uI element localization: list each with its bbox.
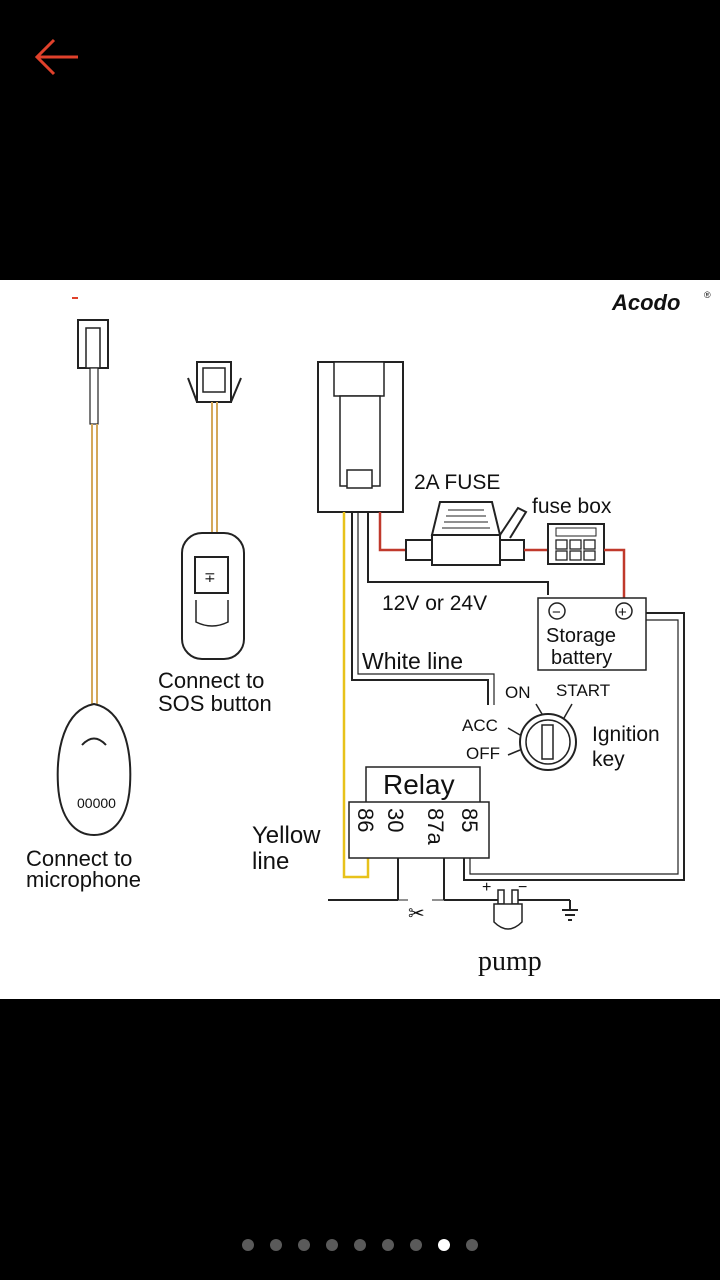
arrow-left-icon [34, 38, 78, 76]
relay-label: Relay [383, 769, 455, 800]
relay-pin-86: 86 [353, 808, 378, 832]
fuse-label: 2A FUSE [414, 471, 500, 494]
sos-button-device: ∓ [181, 361, 245, 660]
page-dot[interactable] [242, 1239, 254, 1251]
svg-text:battery: battery [551, 647, 612, 669]
battery-label: Storage [546, 625, 616, 647]
svg-text:key: key [592, 748, 625, 771]
page-dot[interactable] [270, 1239, 282, 1251]
wiring-diagram: Acodo ® 00000 ∓ [26, 290, 711, 977]
inline-fuse [405, 501, 528, 566]
svg-text:∓: ∓ [204, 569, 216, 585]
ignition-off-label: OFF [466, 744, 500, 763]
page-dot[interactable] [354, 1239, 366, 1251]
ignition-start-label: START [556, 681, 610, 700]
scissors-icon: ✂ [408, 903, 425, 925]
svg-text:−: − [518, 879, 527, 896]
page-dot[interactable] [410, 1239, 422, 1251]
relay [348, 766, 490, 859]
ignition-acc-label: ACC [462, 716, 498, 735]
microphone-connector: 00000 [56, 319, 132, 837]
main-connector [317, 361, 404, 513]
page-dot[interactable] [438, 1239, 450, 1251]
page-dot[interactable] [466, 1239, 478, 1251]
pump-label: pump [478, 946, 542, 977]
relay-pin-87a: 87a [423, 808, 448, 845]
yellow-line-label: Yellow [252, 822, 321, 849]
page-dot[interactable] [326, 1239, 338, 1251]
svg-text:line: line [252, 848, 289, 875]
ignition-key [507, 703, 577, 771]
svg-text:−: − [552, 604, 561, 621]
svg-text:SOS button: SOS button [158, 691, 272, 716]
svg-text:00000: 00000 [77, 795, 116, 811]
svg-text:microphone: microphone [26, 867, 141, 892]
brand-logo: Acodo [611, 290, 680, 315]
brand-registered-mark: ® [704, 290, 711, 300]
fuse-box-label: fuse box [532, 495, 612, 518]
microphone-caption: Connect to [26, 846, 132, 871]
page-dot[interactable] [382, 1239, 394, 1251]
relay-pin-85: 85 [457, 808, 482, 832]
fuse-box [547, 523, 605, 565]
ignition-key-label: Ignition [592, 723, 660, 746]
storage-battery: − + Storage battery [537, 597, 647, 671]
voltage-label: 12V or 24V [382, 592, 487, 615]
image-viewer[interactable]: Acodo ® 00000 ∓ [0, 280, 720, 999]
sos-caption: Connect to [158, 668, 264, 693]
white-line-label: White line [362, 648, 463, 674]
svg-text:+: + [482, 879, 491, 896]
back-button[interactable] [30, 32, 84, 82]
pump-circuit: ✂ [328, 858, 578, 930]
page-indicator [0, 1237, 720, 1253]
page-dot[interactable] [298, 1239, 310, 1251]
svg-text:+: + [618, 604, 627, 621]
relay-pin-30: 30 [383, 808, 408, 832]
ignition-on-label: ON [505, 683, 531, 702]
